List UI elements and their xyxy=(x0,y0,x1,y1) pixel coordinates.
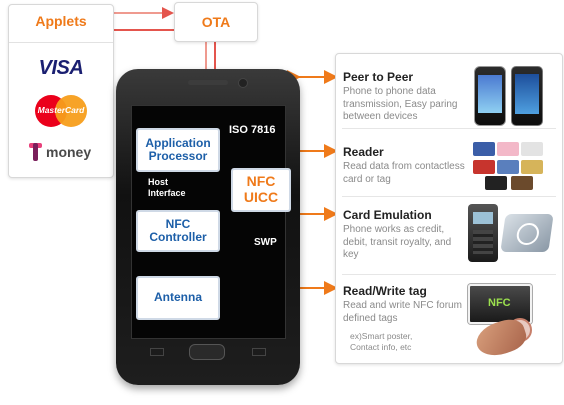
visa-logo-text: VISA xyxy=(38,57,84,79)
tmoney-t-icon xyxy=(29,143,42,161)
rw-tag-title: Read/Write tag xyxy=(343,284,427,298)
feature-divider-1 xyxy=(342,128,556,129)
nfc-tag-label: NFC xyxy=(488,297,511,309)
mastercard-logo: MasterCard xyxy=(35,95,87,127)
nfc-controller-box: NFC Controller xyxy=(136,210,220,252)
antenna-label: Antenna xyxy=(154,290,202,305)
tmoney-logo-text: money xyxy=(46,144,92,160)
rw-tag-desc: Read and write NFC forum defined tags xyxy=(343,300,462,324)
rw-tag-example: ex)Smart poster, Contact info, etc xyxy=(350,331,413,352)
application-processor-box: Application Processor xyxy=(136,128,220,172)
nfc-uicc-box: NFC UICC xyxy=(231,168,291,212)
contactless-cards-image xyxy=(473,142,545,190)
card-emulation-desc: Phone works as credit, debit, transit ro… xyxy=(343,224,452,260)
phone-camera xyxy=(238,78,248,88)
card-reader-image xyxy=(500,214,554,252)
phone-menu-key xyxy=(150,348,164,356)
android-phone-image xyxy=(511,66,543,126)
card-emulation-title: Card Emulation xyxy=(343,208,432,222)
visa-logo: VISA xyxy=(9,57,113,80)
nfc-uicc-label: NFC UICC xyxy=(243,173,279,205)
phone-back-key xyxy=(252,348,266,356)
reader-desc: Read data from contactless card or tag xyxy=(343,161,465,185)
phone-home-button xyxy=(189,344,225,360)
application-processor-label: Application Processor xyxy=(145,135,211,163)
peer-to-peer-title: Peer to Peer xyxy=(343,70,414,84)
peer-to-peer-desc: Phone to phone data transmission, Easy p… xyxy=(343,86,458,122)
payment-terminal-image xyxy=(468,204,498,262)
swp-label: SWP xyxy=(254,237,277,248)
iphone-image xyxy=(474,66,506,126)
feature-divider-3 xyxy=(342,274,556,275)
ota-box: OTA xyxy=(174,2,258,42)
nfc-controller-label: NFC Controller xyxy=(149,216,207,244)
applets-panel: Applets VISA MasterCard money xyxy=(8,4,114,178)
feature-divider-2 xyxy=(342,196,556,197)
applets-title: Applets xyxy=(35,13,87,29)
applets-divider xyxy=(9,42,113,43)
mastercard-logo-text: MasterCard xyxy=(37,105,85,115)
ota-title: OTA xyxy=(201,14,231,30)
iso-7816-label: ISO 7816 xyxy=(229,124,276,136)
host-interface-label: Host Interface xyxy=(148,177,186,198)
phone-speaker xyxy=(188,80,228,85)
reader-title: Reader xyxy=(343,145,384,159)
antenna-box: Antenna xyxy=(136,276,220,320)
tmoney-logo: money xyxy=(29,142,109,164)
